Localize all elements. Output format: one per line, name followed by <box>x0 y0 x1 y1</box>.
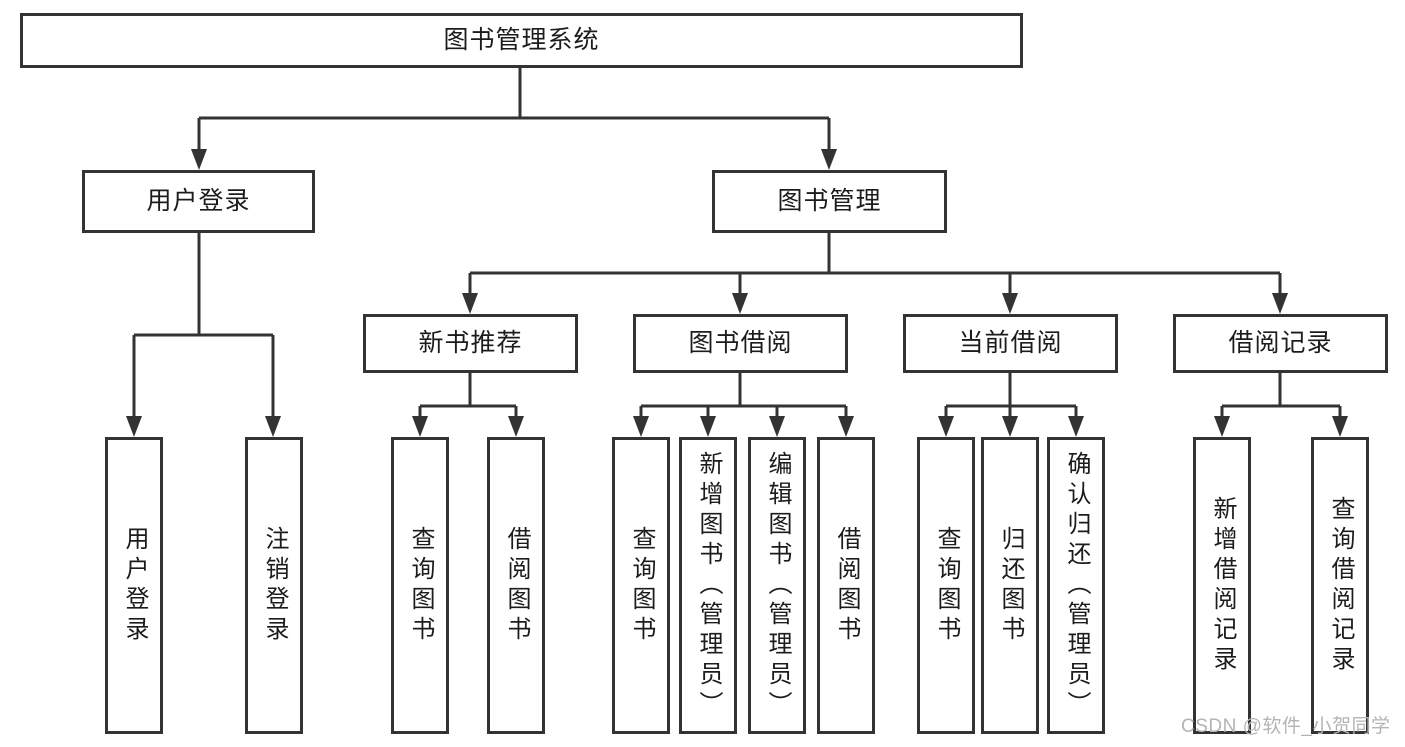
arrowhead-icon <box>1068 416 1084 437</box>
arrowhead-icon <box>462 293 478 314</box>
node-user-login: 用户登录 <box>82 170 315 233</box>
node-borrowing-records: 借阅记录 <box>1173 314 1388 373</box>
leaf-query-books-1: 查询图书 <box>391 437 449 734</box>
arrowhead-icon <box>265 416 281 437</box>
node-current-borrowing: 当前借阅 <box>903 314 1118 373</box>
leaf-query-books-3: 查询图书 <box>917 437 975 734</box>
arrowhead-icon <box>938 416 954 437</box>
node-book-borrowing: 图书借阅 <box>633 314 848 373</box>
csdn-watermark: CSDN @软件_小贺同学 <box>1181 716 1391 737</box>
arrowhead-icon <box>1214 416 1230 437</box>
arrowhead-icon <box>1002 416 1018 437</box>
leaf-confirm-return-admin: 确认归还（管理员） <box>1047 437 1105 734</box>
leaf-return-book: 归还图书 <box>981 437 1039 734</box>
arrowhead-icon <box>508 416 524 437</box>
arrowhead-icon <box>732 293 748 314</box>
arrowhead-icon <box>700 416 716 437</box>
arrowhead-icon <box>838 416 854 437</box>
leaf-borrow-books-1: 借阅图书 <box>487 437 545 734</box>
leaf-user-login: 用户登录 <box>105 437 163 734</box>
arrowhead-icon <box>1002 293 1018 314</box>
leaf-add-book-admin: 新增图书（管理员） <box>679 437 737 734</box>
leaf-query-books-2: 查询图书 <box>612 437 670 734</box>
arrowhead-icon <box>126 416 142 437</box>
leaf-add-borrow-record: 新增借阅记录 <box>1193 437 1251 734</box>
leaf-logout: 注销登录 <box>245 437 303 734</box>
arrowhead-icon <box>1272 293 1288 314</box>
arrowhead-icon <box>633 416 649 437</box>
arrowhead-icon <box>1332 416 1348 437</box>
leaf-borrow-books-2: 借阅图书 <box>817 437 875 734</box>
leaf-edit-book-admin: 编辑图书（管理员） <box>748 437 806 734</box>
connector-lines <box>132 67 1342 417</box>
arrowhead-icon <box>821 149 837 170</box>
node-new-book-recommend: 新书推荐 <box>363 314 578 373</box>
arrowhead-icon <box>191 149 207 170</box>
arrowhead-icon <box>412 416 428 437</box>
leaf-query-borrow-record: 查询借阅记录 <box>1311 437 1369 734</box>
node-library-system: 图书管理系统 <box>20 13 1023 68</box>
node-book-management: 图书管理 <box>712 170 947 233</box>
arrowhead-icon <box>769 416 785 437</box>
